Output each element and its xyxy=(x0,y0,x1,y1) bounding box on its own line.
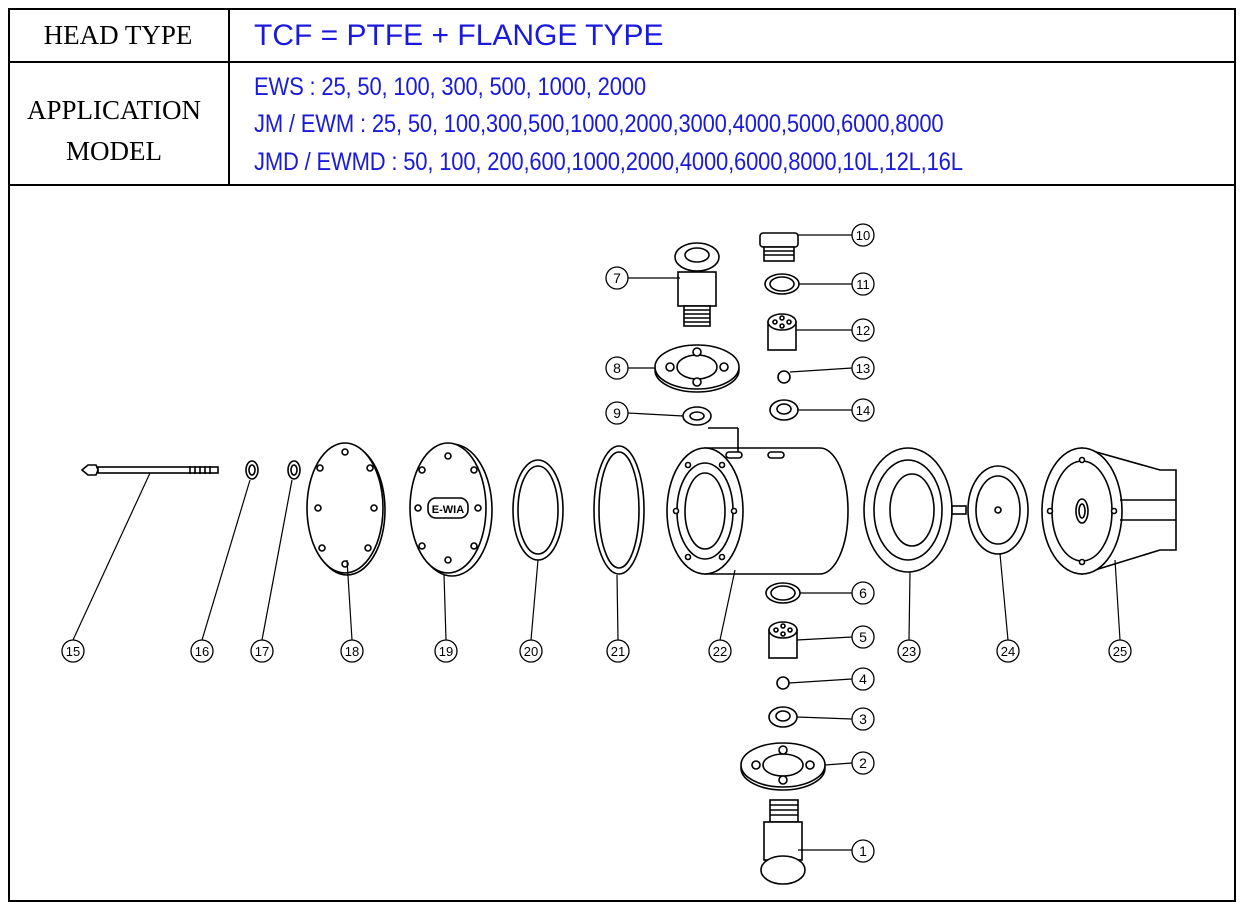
callout-number: 16 xyxy=(195,644,209,659)
callout-number: 25 xyxy=(1113,644,1127,659)
part-11-ring xyxy=(764,273,800,295)
callout-9: 9 xyxy=(605,401,629,425)
callout-25: 25 xyxy=(1108,639,1132,663)
callout-number: 21 xyxy=(611,644,625,659)
part-15-bolt xyxy=(80,464,219,476)
callout-18: 18 xyxy=(340,639,364,663)
callout-5: 5 xyxy=(851,625,875,649)
callout-number: 22 xyxy=(713,644,727,659)
part-5-valve xyxy=(768,621,798,659)
part-22-pump-body xyxy=(666,427,849,575)
callout-23: 23 xyxy=(897,639,921,663)
callout-8: 8 xyxy=(605,356,629,380)
callout-number: 3 xyxy=(859,711,867,727)
part-7-fitting xyxy=(674,242,720,327)
callout-20: 20 xyxy=(519,639,543,663)
callout-24: 24 xyxy=(996,639,1020,663)
part-8-flange xyxy=(654,344,740,393)
e-wia-logo: E-WIA xyxy=(432,504,464,516)
callout-6: 6 xyxy=(851,581,875,605)
part-3-seat xyxy=(768,706,798,728)
callout-22: 22 xyxy=(708,639,732,663)
part-13-ball xyxy=(777,370,791,384)
callout-16: 16 xyxy=(190,639,214,663)
callout-19: 19 xyxy=(434,639,458,663)
application-label-line2: MODEL xyxy=(66,136,162,166)
callout-number: 10 xyxy=(856,228,870,243)
part-4-ball xyxy=(776,676,790,690)
callout-2: 2 xyxy=(851,751,875,775)
parts-artwork xyxy=(80,232,1177,885)
part-18-rear-plate xyxy=(306,442,386,576)
callout-21: 21 xyxy=(606,639,630,663)
part-20-ring xyxy=(512,459,564,561)
callout-14: 14 xyxy=(851,398,875,422)
callout-number: 12 xyxy=(856,323,870,338)
callout-number: 23 xyxy=(902,644,916,659)
head-type-value: TCF = PTFE + FLANGE TYPE xyxy=(254,19,664,52)
callout-12: 12 xyxy=(851,318,875,342)
callout-number: 24 xyxy=(1001,644,1015,659)
callout-3: 3 xyxy=(851,707,875,731)
callout-number: 11 xyxy=(856,277,870,292)
head-type-label: HEAD TYPE xyxy=(43,20,193,50)
part-14-seat xyxy=(769,399,799,421)
callout-number: 9 xyxy=(613,405,621,421)
application-line-ews: EWS : 25, 50, 100, 300, 500, 1000, 2000 xyxy=(254,73,646,101)
callout-17: 17 xyxy=(250,639,274,663)
part-10-cap xyxy=(759,232,799,262)
leader-lines xyxy=(72,234,1121,851)
application-label-line1: APPLICATION xyxy=(26,95,201,125)
application-line-jm-ewm: JM / EWM : 25, 50, 100,300,500,1000,2000… xyxy=(254,110,944,138)
callout-number: 7 xyxy=(613,270,621,286)
part-9-seal xyxy=(682,406,712,426)
part-23-housing xyxy=(863,447,967,573)
part-24-disc xyxy=(967,465,1029,555)
callout-4: 4 xyxy=(851,667,875,691)
part-1-fitting xyxy=(760,799,806,885)
callout-number: 20 xyxy=(524,644,538,659)
part-19-logo-plate xyxy=(409,442,493,577)
callout-number: 2 xyxy=(859,755,867,771)
callout-number: 6 xyxy=(859,585,867,601)
callout-number: 4 xyxy=(859,671,867,687)
callout-10: 10 xyxy=(851,223,875,247)
part-6-ring xyxy=(765,582,801,604)
part-25-end-housing xyxy=(1041,446,1177,576)
callout-1: 1 xyxy=(851,839,875,863)
callout-number: 8 xyxy=(613,360,621,376)
part-16-washer xyxy=(245,460,259,480)
callout-number: 15 xyxy=(66,644,80,659)
part-12-valve xyxy=(767,313,797,351)
part-17-washer xyxy=(287,460,301,480)
callout-number: 17 xyxy=(255,644,269,659)
application-model-label: APPLICATION MODEL xyxy=(5,90,223,172)
callout-number: 5 xyxy=(859,629,867,645)
callout-7: 7 xyxy=(605,266,629,290)
callout-number: 14 xyxy=(856,403,870,418)
part-21-ring xyxy=(593,445,645,575)
callout-15: 15 xyxy=(61,639,85,663)
application-line-jmd-ewmd: JMD / EWMD : 50, 100, 200,600,1000,2000,… xyxy=(254,148,963,176)
callout-number: 19 xyxy=(439,644,453,659)
part-2-flange xyxy=(740,742,826,791)
callout-number: 1 xyxy=(859,843,867,859)
callout-number: 13 xyxy=(856,361,870,376)
callout-11: 11 xyxy=(851,272,875,296)
callout-13: 13 xyxy=(851,356,875,380)
callout-number: 18 xyxy=(345,644,359,659)
